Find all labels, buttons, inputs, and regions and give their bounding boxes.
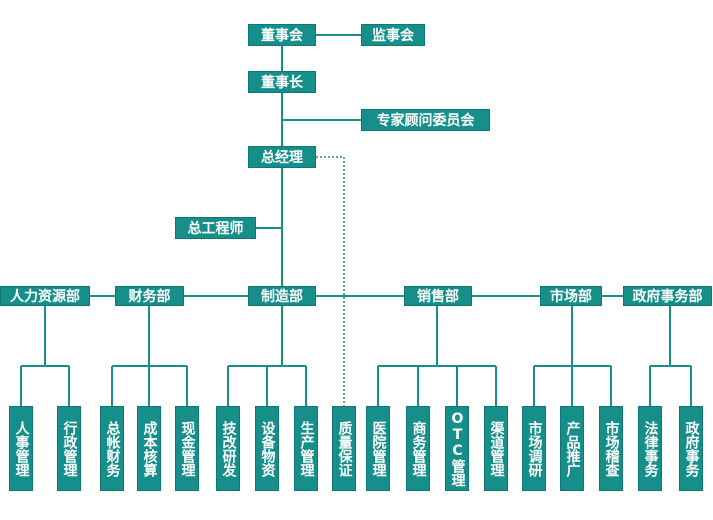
chairman-node: 董事长 xyxy=(248,71,316,93)
unit-mfg-equipment: 设备物资 xyxy=(255,406,279,491)
unit-finance-costing: 成本核算 xyxy=(137,406,161,491)
unit-sales-hospital: 医院管理 xyxy=(366,406,390,491)
expert-committee-node: 专家顾问委员会 xyxy=(361,109,490,131)
dept-finance: 财务部 xyxy=(115,286,184,306)
unit-hr-admin: 行政管理 xyxy=(57,406,81,491)
unit-mkt-promotion: 产品推广 xyxy=(560,406,584,491)
unit-sales-commerce: 商务管理 xyxy=(406,406,430,491)
dept-sales: 销售部 xyxy=(404,286,472,306)
supervisory-board-node: 监事会 xyxy=(361,24,425,46)
dept-marketing: 市场部 xyxy=(540,286,602,306)
unit-finance-ledger: 总帐财务 xyxy=(100,406,124,491)
unit-mfg-production: 生产管理 xyxy=(294,406,318,491)
dept-government-affairs: 政府事务部 xyxy=(623,286,712,306)
unit-gov-affairs: 政府事务 xyxy=(679,406,703,491)
board-node: 董事会 xyxy=(248,24,316,46)
unit-mfg-quality: 质量保证 xyxy=(332,406,356,491)
unit-mfg-rnd: 技改研发 xyxy=(216,406,240,491)
unit-hr-personnel: 人事管理 xyxy=(9,406,33,491)
chief-engineer-node: 总工程师 xyxy=(175,217,256,239)
qa-dotted-line xyxy=(316,156,345,406)
unit-gov-legal: 法律事务 xyxy=(638,406,662,491)
general-manager-node: 总经理 xyxy=(248,146,316,168)
unit-finance-cash: 现金管理 xyxy=(175,406,199,491)
dept-hr: 人力资源部 xyxy=(0,286,90,306)
unit-sales-channel: 渠道管理 xyxy=(484,406,508,491)
unit-mkt-research: 市场调研 xyxy=(522,406,546,491)
dept-manufacturing: 制造部 xyxy=(248,286,316,306)
unit-mkt-audit: 市场稽查 xyxy=(599,406,623,491)
unit-sales-otc: OTC管理 xyxy=(445,406,469,491)
